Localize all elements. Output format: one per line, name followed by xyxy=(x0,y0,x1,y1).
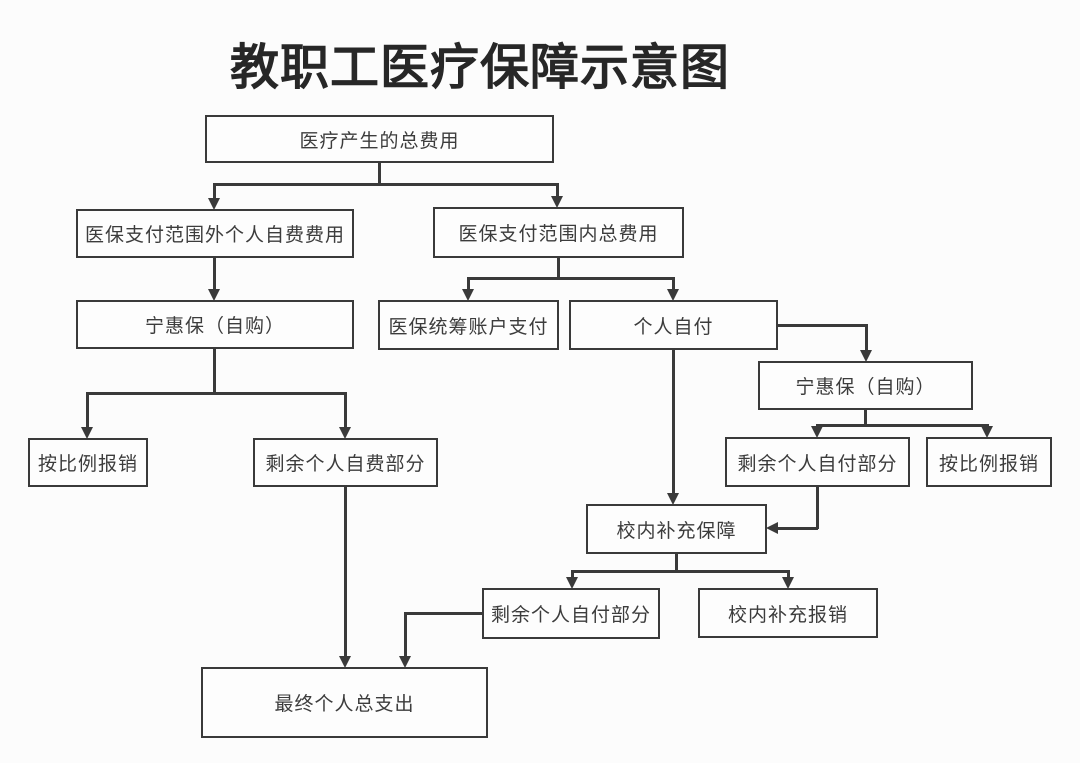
connector-in-stub xyxy=(557,258,560,279)
connector-nhb-right-split xyxy=(816,424,989,427)
node-out-of-scope-self-fee: 医保支付范围外个人自费费用 xyxy=(76,209,354,258)
connector-remaining-pay-right-left xyxy=(778,527,818,530)
node-in-scope-total: 医保支付范围内总费用 xyxy=(433,207,684,258)
arrowhead-to-nhb-left xyxy=(208,289,220,301)
connector-remaining-pay-lower-down xyxy=(404,612,407,656)
connector-total-split xyxy=(213,183,558,186)
connector-nhb-right-stub xyxy=(864,410,867,426)
node-total-medical-cost: 医疗产生的总费用 xyxy=(205,115,554,163)
arrowhead-to-remaining-fee xyxy=(339,427,351,439)
arrowhead-to-in xyxy=(551,196,563,208)
arrowhead-to-selfpay xyxy=(667,289,679,301)
connector-in-split xyxy=(467,277,674,280)
connector-to-prop-left xyxy=(86,392,89,427)
arrowhead-pay-to-final xyxy=(399,656,411,668)
connector-total-stub xyxy=(378,163,381,184)
connector-total-to-in xyxy=(556,183,559,196)
connector-selfpay-right-elbow-v xyxy=(865,324,868,350)
node-personal-self-pay: 个人自付 xyxy=(569,300,778,350)
connector-remaining-fee-to-final xyxy=(344,487,347,656)
node-remaining-self-pay-lower: 剩余个人自付部分 xyxy=(482,588,660,639)
connector-total-to-out xyxy=(213,183,216,198)
connector-nhb-left-split xyxy=(86,392,346,395)
connector-in-to-pooling xyxy=(467,277,470,289)
connector-campus-stub xyxy=(675,554,678,572)
arrowhead-to-campus-reimburse xyxy=(782,577,794,589)
arrowhead-to-prop-left xyxy=(81,427,93,439)
connector-selfpay-right-elbow-h xyxy=(778,324,868,327)
connector-remaining-pay-lower-left xyxy=(404,612,482,615)
arrowhead-to-pooling xyxy=(462,289,474,301)
node-remaining-self-pay-right: 剩余个人自付部分 xyxy=(725,437,910,487)
arrowhead-to-campus xyxy=(667,493,679,505)
connector-to-campus-reimburse xyxy=(787,570,790,577)
arrowhead-to-remaining-pay-lower xyxy=(566,577,578,589)
connector-remaining-pay-right-down xyxy=(816,487,819,529)
arrowhead-into-campus-right xyxy=(766,522,778,534)
node-remaining-self-fee: 剩余个人自费部分 xyxy=(253,438,438,487)
node-ninghuibao-right: 宁惠保（自购） xyxy=(758,361,973,410)
connector-in-to-selfpay xyxy=(672,277,675,289)
node-ninghuibao-left: 宁惠保（自购） xyxy=(76,300,354,349)
page-title: 教职工医疗保障示意图 xyxy=(229,41,730,95)
connector-selfpay-to-campus xyxy=(672,350,675,493)
node-proportional-reimburse-left: 按比例报销 xyxy=(28,438,148,487)
connector-to-remaining-pay-lower xyxy=(571,570,574,577)
node-proportional-reimburse-right: 按比例报销 xyxy=(926,437,1052,487)
arrowhead-to-nhb-right xyxy=(860,350,872,362)
arrowhead-fee-to-final xyxy=(339,656,351,668)
arrowhead-to-remaining-pay-right xyxy=(811,426,823,438)
connector-out-to-nhb-left xyxy=(213,258,216,289)
connector-to-remaining-fee xyxy=(344,392,347,427)
connector-campus-split xyxy=(571,570,789,573)
connector-nhb-left-stub xyxy=(213,349,216,394)
arrowhead-to-prop-right xyxy=(981,426,993,438)
node-final-total-spend: 最终个人总支出 xyxy=(201,667,488,738)
node-campus-supplement: 校内补充保障 xyxy=(586,504,767,554)
node-pooling-account-pay: 医保统筹账户支付 xyxy=(378,300,559,350)
arrowhead-to-out xyxy=(208,198,220,210)
node-campus-supplement-reimburse: 校内补充报销 xyxy=(698,588,878,638)
